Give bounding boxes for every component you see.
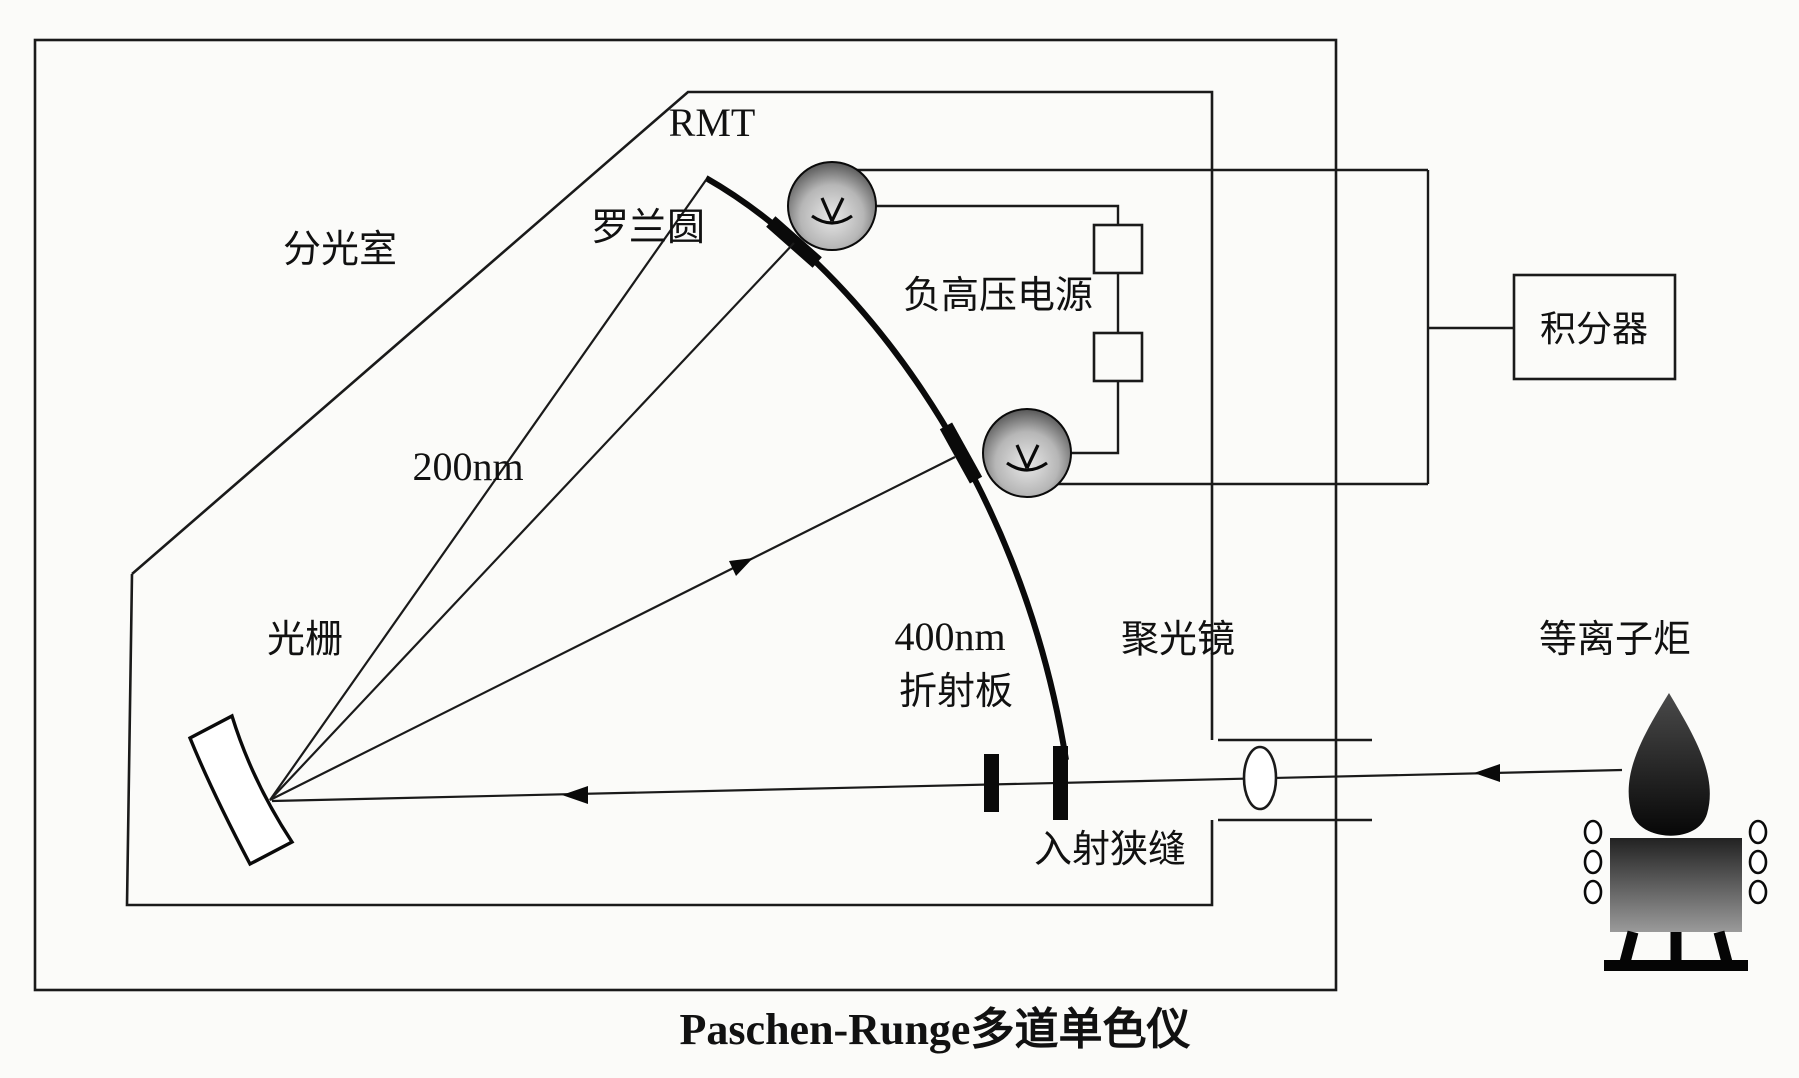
torch-coil — [1583, 879, 1603, 905]
beam-line — [271, 768, 1623, 803]
torch-coil — [1583, 819, 1603, 845]
chamber-outline — [125, 90, 1214, 907]
pmt-lower-symbol — [1006, 444, 1048, 472]
beam-arrowhead-outer — [1474, 764, 1500, 782]
outer-enclosure — [33, 38, 1338, 992]
entrance-slit-label: 入射狭缝 — [1034, 829, 1186, 871]
hv-supply-label: 负高压电源 — [903, 275, 1093, 317]
integrator-box — [1512, 273, 1677, 381]
torch-coil — [1583, 849, 1603, 875]
plasma-torch-icon — [1583, 693, 1768, 971]
beam-arrowhead-inner — [562, 786, 588, 804]
ray-200nm — [269, 242, 795, 801]
integrator-label: 积分器 — [1540, 309, 1648, 349]
ray-to-arc-top — [269, 179, 707, 801]
integrator-wires — [854, 168, 1514, 486]
pmt-label: RMT — [669, 100, 756, 145]
condenser-lens — [1242, 745, 1278, 811]
diagram-caption: Paschen-Runge多道单色仪 — [680, 1005, 1191, 1054]
condenser-lens-label: 聚光镜 — [1121, 619, 1235, 661]
rowland-circle-label: 罗兰圆 — [591, 207, 705, 249]
chamber-label: 分光室 — [283, 229, 397, 271]
torch-base — [1604, 960, 1748, 971]
entrance-slit-bar — [1053, 746, 1068, 820]
torch-coil — [1748, 819, 1768, 845]
torch-flame — [1628, 693, 1710, 836]
grating-shape — [187, 713, 295, 867]
torch-body — [1610, 838, 1742, 932]
pmt-upper — [787, 161, 877, 251]
grating-label: 光栅 — [267, 619, 343, 661]
rowland-arc — [704, 175, 1069, 761]
ray-400nm — [269, 456, 956, 801]
ray-arrowhead — [729, 558, 753, 576]
pmt-lower — [982, 408, 1072, 498]
plasma-torch-label: 等离子炬 — [1539, 619, 1691, 661]
lens-tube — [1218, 738, 1372, 822]
torch-coil — [1748, 849, 1768, 875]
torch-coil — [1748, 879, 1768, 905]
hv-supply-wires — [876, 204, 1120, 455]
torch-coils-left — [1583, 819, 1603, 905]
wavelength-400-label: 400nm — [894, 614, 1005, 659]
pmt-upper-symbol — [811, 197, 853, 225]
detector-slit-lower — [939, 422, 983, 484]
refraction-plate-bar — [984, 754, 999, 812]
hv-supply-box-lower — [1092, 331, 1144, 383]
detector-slit-upper — [766, 216, 822, 268]
torch-coils-right — [1748, 819, 1768, 905]
ray-200nm-label: 200nm — [412, 444, 523, 489]
hv-supply-box-upper — [1092, 223, 1144, 275]
refraction-plate-label: 折射板 — [899, 671, 1013, 713]
